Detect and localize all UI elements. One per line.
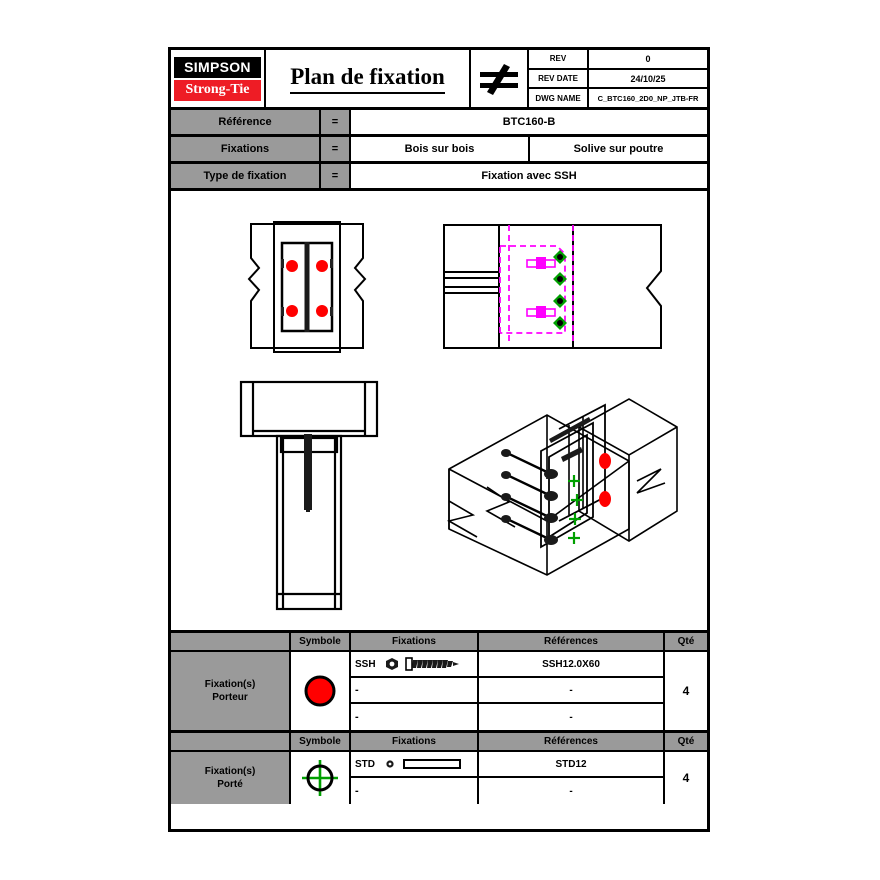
legend-header-symbole: Symbole [291, 733, 351, 750]
spec-row-fixations: Fixations = Bois sur bois Solive sur pou… [171, 137, 707, 164]
spec-value-fixations-1: Bois sur bois [351, 137, 530, 161]
dwg-name-label: DWG NAME [529, 89, 589, 108]
legend-title-line2: Porté [217, 779, 243, 790]
spec-label-type-de-fixation: Type de fixation [171, 164, 321, 188]
dwg-name-row: DWG NAME C_BTC160_2D0_NP_JTB-FR [529, 89, 707, 108]
legend-fixation-row: - [351, 704, 477, 730]
legend-table-porte: Symbole Fixations Références Qté Fixatio… [171, 733, 707, 804]
drawing-title: Plan de fixation [266, 50, 471, 107]
legend-quantity-porteur: 4 [682, 684, 690, 698]
view-top-plan [233, 376, 385, 616]
legend-header-qte: Qté [677, 636, 695, 647]
legend-quantity-porte: 4 [682, 771, 690, 785]
legend-reference-row: SSH12.0X60 [479, 652, 663, 678]
legend-title-line2: Porteur [212, 692, 248, 703]
spec-value-reference: BTC160-B [502, 116, 556, 128]
dwg-name-value: C_BTC160_2D0_NP_JTB-FR [597, 93, 699, 103]
legend-table-porteur: Symbole Fixations Références Qté Fixatio… [171, 633, 707, 733]
revision-date-row: REV DATE 24/10/25 [529, 69, 707, 90]
spec-equals-sign: = [321, 110, 351, 134]
legend-header-qte: Qté [677, 736, 695, 747]
logo-strongtie-text: Strong-Tie [174, 79, 261, 101]
legend-header-references: Références [479, 733, 665, 750]
view-side-section [439, 213, 679, 361]
legend-references-column: STD12 - [479, 752, 665, 804]
legend-fixation-row: - [351, 778, 477, 804]
legend-header-blank [171, 733, 291, 750]
logo-simpson-text: SIMPSON [174, 56, 261, 78]
legend-fixations-column: SSH [351, 652, 479, 730]
legend-body: Fixation(s) Porté STD [171, 752, 707, 804]
drawing-title-text: Plan de fixation [290, 64, 445, 94]
legend-row-title-porte: Fixation(s) Porté [171, 752, 291, 804]
fixation-tag-empty: - [355, 684, 359, 696]
title-block: SIMPSON Strong-Tie Plan de fixation REV … [171, 50, 707, 110]
rev-date-value: 24/10/25 [630, 73, 666, 84]
rev-label: REV [529, 50, 589, 68]
legend-references-column: SSH12.0X60 - - [479, 652, 665, 730]
legend-header-row: Symbole Fixations Références Qté [171, 633, 707, 652]
fixation-tag-empty: - [355, 711, 359, 723]
spec-label-fixations: Fixations [171, 137, 321, 161]
legend-row-title-porteur: Fixation(s) Porteur [171, 652, 291, 730]
fixation-tag-empty: - [355, 785, 359, 797]
rev-value: 0 [645, 53, 651, 64]
plain-dowel-bolt-icon [382, 756, 466, 772]
spec-equals-sign: = [321, 164, 351, 188]
company-logo: SIMPSON Strong-Tie [171, 50, 266, 107]
spec-row-reference: Référence = BTC160-B [171, 110, 707, 137]
legend-reference-row: - [479, 678, 663, 704]
view-isometric-3d [429, 369, 694, 604]
revision-table: REV 0 REV DATE 24/10/25 DWG NAME C_BTC16… [529, 50, 707, 108]
legend-title-line1: Fixation(s) [204, 679, 256, 690]
legend-symbol-green-crosshair-icon [291, 752, 351, 804]
legend-symbol-red-circle-icon [291, 652, 351, 730]
legend-header-symbole: Symbole [291, 633, 351, 650]
spec-value-type-de-fixation: Fixation avec SSH [481, 170, 577, 182]
spec-value-fixations-2: Solive sur poutre [573, 143, 664, 155]
spec-label-reference: Référence [171, 110, 321, 134]
drawing-views-area [171, 191, 707, 633]
rev-date-label: REV DATE [529, 69, 589, 88]
fixation-tag-ssh: SSH [355, 658, 376, 670]
legend-fixations-column: STD - [351, 752, 479, 804]
fixation-tag-std: STD [355, 758, 375, 770]
spec-row-type-de-fixation: Type de fixation = Fixation avec SSH [171, 164, 707, 191]
hex-head-wood-screw-icon [383, 656, 467, 672]
legend-title-line1: Fixation(s) [204, 766, 256, 777]
drawing-sheet: SIMPSON Strong-Tie Plan de fixation REV … [168, 47, 710, 832]
legend-fixation-row: - [351, 678, 477, 704]
legend-header-fixations: Fixations [351, 733, 479, 750]
legend-fixation-row: STD [351, 752, 477, 778]
legend-header-references: Références [479, 633, 665, 650]
legend-reference-row: - [569, 711, 573, 723]
projection-symbol-icon [471, 50, 529, 107]
legend-header-row: Symbole Fixations Références Qté [171, 733, 707, 752]
legend-header-blank [171, 633, 291, 650]
legend-reference-row: - [569, 785, 573, 797]
view-front-elevation [237, 211, 377, 361]
revision-row: REV 0 [529, 50, 707, 70]
spec-equals-sign: = [321, 137, 351, 161]
legend-body: Fixation(s) Porteur SSH [171, 652, 707, 730]
legend-fixation-row: SSH [351, 652, 477, 678]
legend-reference-row: STD12 [479, 752, 663, 778]
legend-header-fixations: Fixations [351, 633, 479, 650]
